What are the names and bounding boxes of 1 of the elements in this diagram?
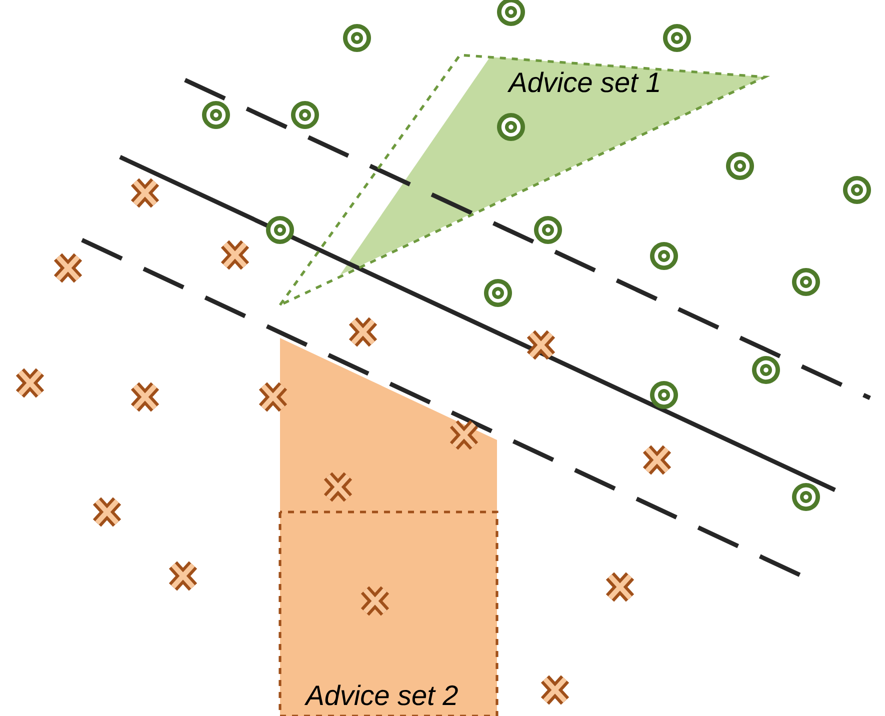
advice-region: Advice set 2 (278, 510, 498, 716)
